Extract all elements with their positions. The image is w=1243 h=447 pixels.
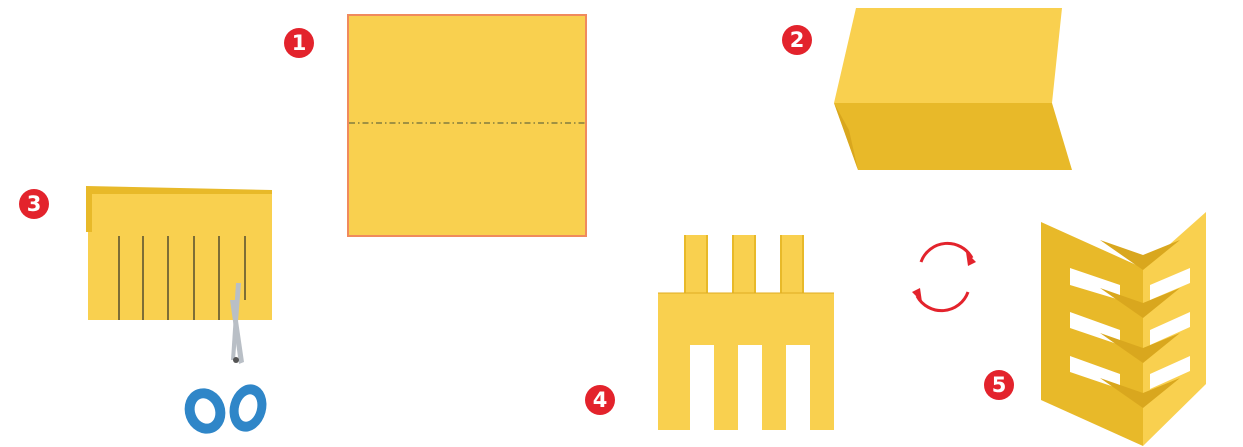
cut-strips-paper-icon xyxy=(658,235,834,430)
square-paper-icon xyxy=(348,15,586,236)
zigzag-pop-up-icon xyxy=(1041,212,1206,446)
cycle-arrows-icon xyxy=(912,243,976,310)
folded-paper-icon xyxy=(834,8,1072,170)
fringe-cut-paper-icon xyxy=(86,186,272,320)
